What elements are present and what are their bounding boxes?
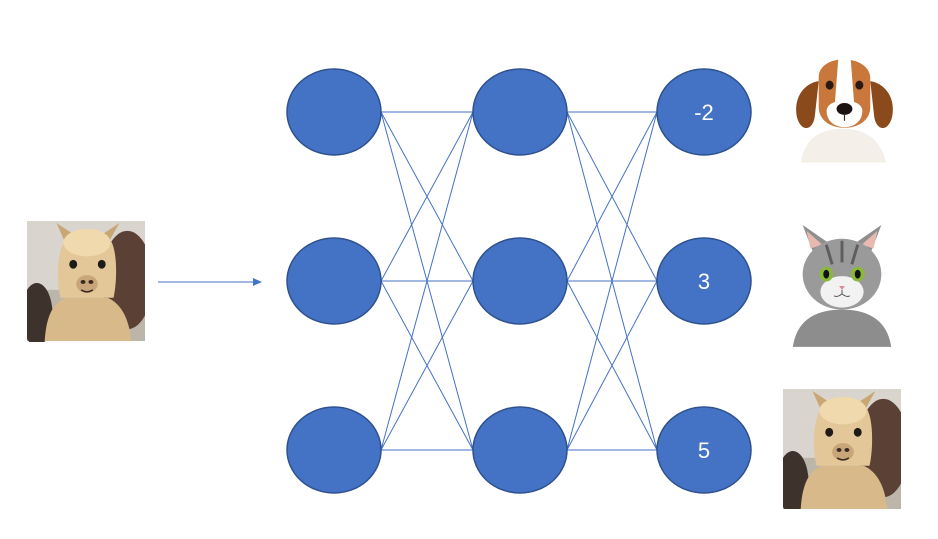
edge-l1-n3-to-n2 (380, 280, 474, 451)
output-value-3: 5 (698, 438, 710, 463)
output-layer-node-3 (656, 406, 752, 494)
output-layer-node-2 (656, 237, 752, 325)
layer-1-node-3 (286, 406, 382, 494)
layer-1-node-1 (286, 68, 382, 156)
layer-1-node-2 (286, 237, 382, 325)
output-layer-node-1 (656, 68, 752, 156)
nodes: -2 3 5 (286, 68, 752, 494)
output-value-2: 3 (698, 269, 710, 294)
layer-2-node-1 (472, 68, 568, 156)
edge-l1-n2-to-n1 (380, 111, 474, 282)
output-image-alpaca (783, 389, 901, 509)
layer-2-node-3 (472, 406, 568, 494)
output-image-dog (783, 37, 902, 163)
arrow-right-icon (158, 278, 262, 286)
edge-l2-n3-to-n1 (566, 111, 658, 451)
edge-l1-n3-to-n1 (380, 111, 474, 451)
edge-l2-n3-to-n2 (566, 280, 658, 451)
output-image-cat (783, 220, 901, 348)
output-value-1: -2 (694, 100, 714, 125)
edge-l2-n2-to-n1 (566, 111, 658, 282)
input-image-alpaca (27, 220, 145, 342)
connections (380, 111, 658, 451)
layer-2-node-2 (472, 237, 568, 325)
